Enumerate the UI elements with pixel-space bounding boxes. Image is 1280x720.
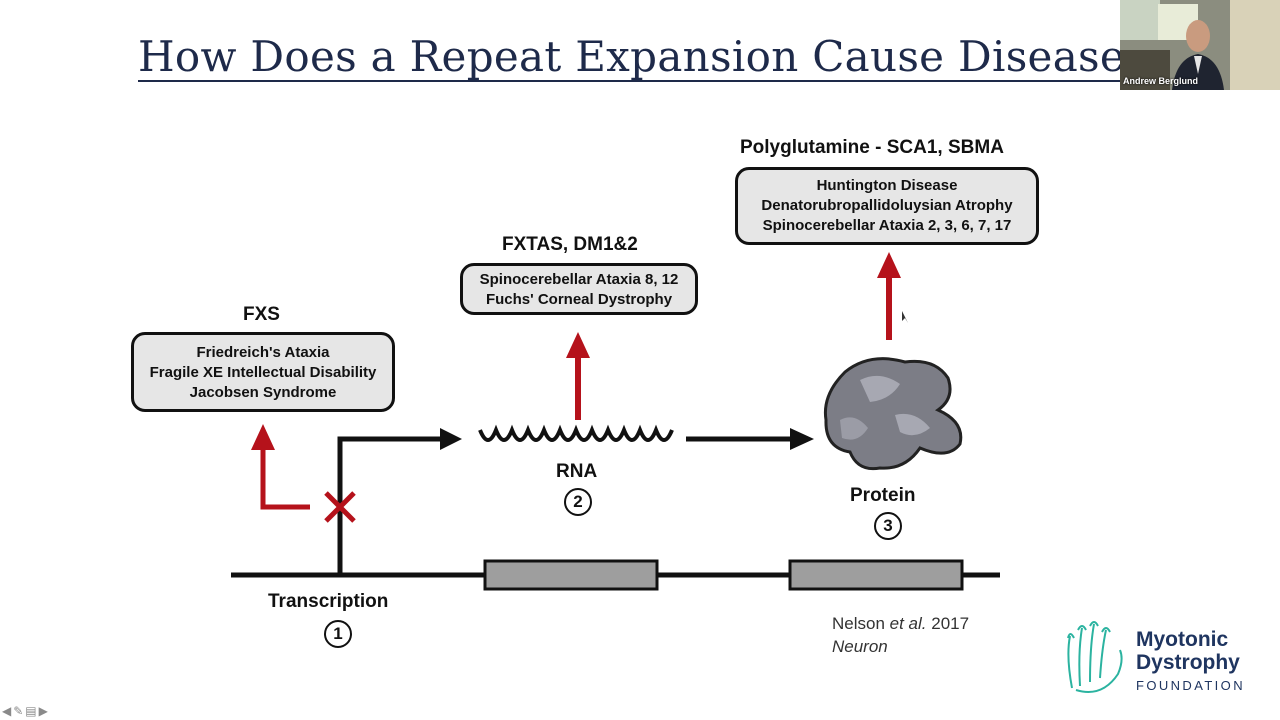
fxs-disease-item: Friedreich's Ataxia <box>196 344 330 361</box>
step-1-circle: 1 <box>324 620 352 648</box>
step-3-circle: 3 <box>874 512 902 540</box>
transcription-arrow <box>337 436 446 573</box>
polyq-disease-item: Huntington Disease <box>816 177 958 194</box>
mouse-cursor-icon <box>902 311 908 323</box>
participant-video-tile[interactable]: Andrew Berglund <box>1120 0 1280 90</box>
protein-label: Protein <box>850 485 916 506</box>
citation-journal: Neuron <box>832 637 888 656</box>
slide-title: How Does a Repeat Expansion Cause Diseas… <box>138 32 1126 81</box>
exon-1 <box>483 559 659 591</box>
fxtas-disease-box: Spinocerebellar Ataxia 8, 12 Fuchs' Corn… <box>460 263 698 315</box>
fxtas-disease-item: Spinocerebellar Ataxia 8, 12 <box>479 271 679 288</box>
polyglutamine-heading: Polyglutamine - SCA1, SBMA <box>740 137 1004 158</box>
pen-icon[interactable]: ✎ <box>13 704 24 718</box>
citation: Nelson et al. 2017 Neuron <box>832 612 969 658</box>
protein-icon <box>823 357 963 471</box>
title-underline <box>138 80 1120 82</box>
logo-line-1: Myotonic <box>1136 628 1229 651</box>
transcription-label: Transcription <box>268 591 389 612</box>
fxs-disease-box: Friedreich's Ataxia Fragile XE Intellect… <box>131 332 395 412</box>
slide-nav-controls: ◀ ✎ ▤ ▶ <box>2 704 48 718</box>
logo-line-2: Dystrophy <box>1136 651 1240 674</box>
fxs-red-arrow <box>260 447 310 510</box>
exon-2 <box>788 559 964 591</box>
rna-wave <box>478 424 674 442</box>
menu-icon[interactable]: ▤ <box>25 704 37 718</box>
arrow-left-icon[interactable]: ◀ <box>2 704 12 718</box>
fxs-disease-item: Fragile XE Intellectual Disability <box>149 364 377 381</box>
rna-label: RNA <box>556 461 598 482</box>
polyq-disease-item: Denatorubropallidoluysian Atrophy <box>761 197 1013 214</box>
polyq-disease-item: Spinocerebellar Ataxia 2, 3, 6, 7, 17 <box>762 217 1012 234</box>
participant-name: Andrew Berglund <box>1123 76 1199 86</box>
fxtas-disease-item: Fuchs' Corneal Dystrophy <box>485 291 673 308</box>
step-2-circle: 2 <box>564 488 592 516</box>
participant-video-image <box>1120 0 1280 90</box>
arrow-right-icon[interactable]: ▶ <box>38 704 48 718</box>
citation-etal: et al. <box>889 614 927 633</box>
fxs-heading: FXS <box>243 304 280 325</box>
citation-year: 2017 <box>931 614 970 633</box>
foundation-logo-text: Myotonic Dystrophy FOUNDATION <box>1136 628 1245 697</box>
logo-line-3: FOUNDATION <box>1136 678 1245 693</box>
polyglutamine-disease-box: Huntington Disease Denatorubropallidoluy… <box>735 167 1039 245</box>
foundation-hand-logo-icon <box>1067 621 1123 693</box>
fxs-disease-item: Jacobsen Syndrome <box>189 384 337 401</box>
citation-author: Nelson <box>832 614 885 633</box>
fxtas-heading: FXTAS, DM1&2 <box>502 234 638 255</box>
